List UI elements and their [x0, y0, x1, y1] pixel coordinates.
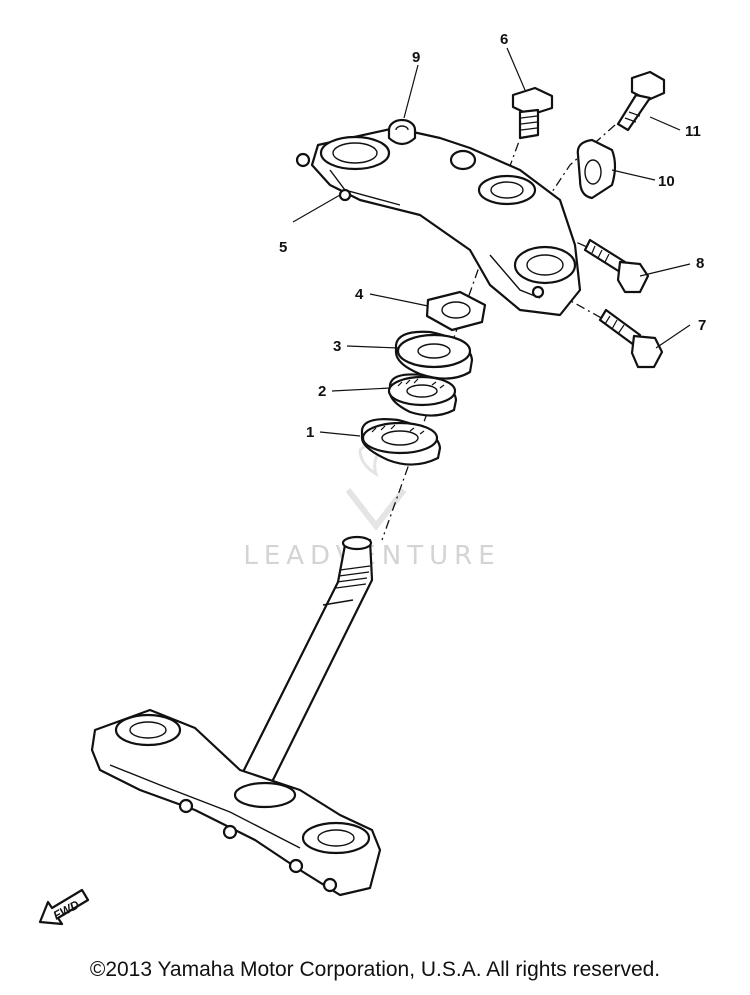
callout-9: 9: [412, 49, 420, 66]
copyright-notice: ©2013 Yamaha Motor Corporation, U.S.A. A…: [89, 958, 661, 981]
callout-leader-lines: [292, 47, 691, 437]
nut-part-9: [387, 118, 417, 146]
clamp-part-10: [576, 138, 617, 200]
bolt-part-11: [616, 70, 666, 132]
callout-1: 1: [306, 424, 314, 441]
forward-direction-arrow: FWD: [38, 888, 90, 926]
bolt-part-7: [598, 308, 664, 369]
bearing-part-2: [387, 373, 458, 417]
callout-7: 7: [698, 317, 706, 334]
callout-3: 3: [333, 338, 341, 355]
bolt-part-8: [583, 238, 650, 294]
callout-5: 5: [279, 239, 287, 256]
callout-10: 10: [658, 173, 675, 190]
callout-2: 2: [318, 383, 326, 400]
upper-bracket-part-5: [295, 126, 582, 317]
steering-stem-part: [236, 535, 374, 792]
bearing-part-1: [360, 418, 442, 466]
nut-part-4: [425, 290, 487, 332]
callout-8: 8: [696, 255, 704, 272]
bolt-part-6: [511, 86, 554, 140]
callout-6: 6: [500, 31, 508, 48]
under-bracket-part: [90, 708, 382, 897]
callout-4: 4: [355, 286, 364, 303]
seal-part-3: [394, 330, 474, 380]
callout-11: 11: [685, 123, 701, 140]
